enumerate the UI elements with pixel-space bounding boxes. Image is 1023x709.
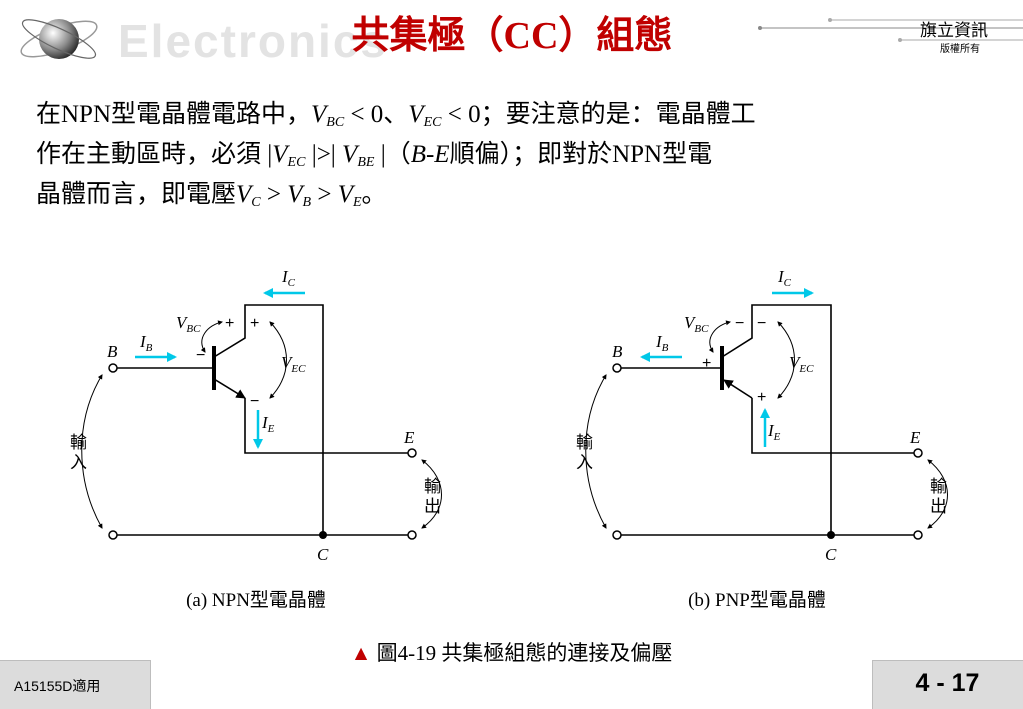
- pnp-input-label-1: 輸: [576, 433, 593, 453]
- pnp-input-arc: [585, 374, 607, 529]
- npn-output-label-1: 輸: [424, 477, 441, 497]
- npn-label-vbc: VBC: [176, 313, 201, 335]
- npn-output-arc: [421, 459, 442, 529]
- npn-collector-wire: [213, 304, 324, 535]
- pnp-label-ie: IE: [767, 421, 781, 443]
- npn-vec-arc: [269, 321, 287, 399]
- pnp-output-label-1: 輸: [930, 477, 947, 497]
- npn-node-c: [319, 531, 327, 539]
- npn-caption: (a) NPN型電晶體: [186, 589, 326, 611]
- pnp-terminal-input-low[interactable]: [612, 530, 622, 540]
- pnp-terminal-b[interactable]: [612, 363, 622, 373]
- npn-label-ib: IB: [139, 332, 153, 354]
- npn-vbc-arc: [200, 320, 223, 353]
- npn-vec-minus: −: [250, 393, 259, 410]
- npn-output-label-2: 出: [424, 497, 441, 517]
- pnp-caption: (b) PNP型電晶體: [688, 589, 826, 611]
- decorative-lines: [758, 18, 1023, 42]
- npn-terminal-e[interactable]: [407, 448, 417, 458]
- npn-vec-plus: +: [250, 315, 259, 332]
- footer-right-panel: [872, 660, 1023, 709]
- slide-title: 共集極（CC）組態: [351, 15, 673, 57]
- npn-label-vec: VEC: [281, 353, 306, 375]
- pnp-emitter-arrow: [723, 379, 753, 399]
- npn-label-ic: IC: [281, 267, 296, 289]
- globe-logo-icon: [20, 19, 98, 59]
- npn-label-c: C: [317, 545, 329, 564]
- pnp-terminal-output-low[interactable]: [913, 530, 923, 540]
- body-line-1: 在NPN型電晶體電路中，VBC < 0、VEC < 0；要注意的是：電晶體工: [36, 101, 756, 130]
- watermark-text: Electronics: [118, 15, 388, 67]
- pnp-emitter-wire: [751, 398, 914, 454]
- npn-label-ie: IE: [261, 413, 275, 435]
- pnp-label-c: C: [825, 545, 837, 564]
- pnp-label-e: E: [909, 428, 921, 447]
- pnp-vbc-plus: +: [702, 355, 711, 372]
- pnp-label-b: B: [612, 342, 623, 361]
- npn-terminal-input-low[interactable]: [108, 530, 118, 540]
- pnp-vbc-arc: [708, 320, 731, 353]
- pnp-output-arc: [927, 459, 948, 529]
- pnp-vec-minus: −: [757, 315, 766, 332]
- npn-input-arc: [81, 374, 103, 529]
- body-line-2: 作在主動區時，必須 |VEC |>| VBE |（B-E順偏）；即對於NPN型電: [36, 141, 713, 170]
- copyright-text: 版權所有: [940, 44, 980, 55]
- pnp-input-label-2: 入: [576, 453, 593, 473]
- pnp-terminal-e[interactable]: [913, 448, 923, 458]
- npn-vbc-plus: +: [225, 315, 234, 332]
- course-code: A15155D適用: [14, 678, 101, 694]
- npn-label-b: B: [107, 342, 118, 361]
- pnp-output-label-2: 出: [930, 497, 947, 517]
- pnp-vec-plus: +: [757, 389, 766, 406]
- npn-emitter-wire: [244, 398, 408, 454]
- figure-caption: ▲ 圖4-19 共集極組態的連接及偏壓: [0, 637, 1023, 667]
- pnp-label-ib: IB: [655, 332, 669, 354]
- pnp-node-c: [827, 531, 835, 539]
- npn-label-e: E: [403, 428, 415, 447]
- pnp-label-vbc: VBC: [684, 313, 709, 335]
- npn-circuit: B E C IC IB IE VBC VEC + − + − 輸 入 輸 出 (…: [70, 267, 442, 611]
- pnp-collector-wire: [721, 304, 832, 535]
- npn-terminal-b[interactable]: [108, 363, 118, 373]
- pnp-label-ic: IC: [777, 267, 792, 289]
- footer-left-panel: [0, 660, 151, 709]
- pnp-vec-arc: [777, 321, 795, 399]
- publisher-name: 旗立資訊: [920, 21, 988, 41]
- circuit-diagrams: B E C IC IB IE VBC VEC + − + − 輸 入 輸 出 (…: [70, 267, 948, 611]
- pnp-label-vec: VEC: [789, 353, 814, 375]
- body-line-3: 晶體而言，即電壓VC > VB > VE。: [36, 181, 387, 210]
- npn-emitter-arrow: [213, 378, 246, 399]
- npn-input-label-2: 入: [70, 453, 87, 473]
- npn-vbc-minus: −: [196, 347, 205, 364]
- body-paragraph: 在NPN型電晶體電路中，VBC < 0、VEC < 0；要注意的是：電晶體工 作…: [36, 95, 996, 215]
- npn-terminal-output-low[interactable]: [407, 530, 417, 540]
- figure-caption-text: 圖4-19 共集極組態的連接及偏壓: [376, 641, 673, 665]
- triangle-marker-icon: ▲: [350, 641, 372, 665]
- npn-input-label-1: 輸: [70, 433, 87, 453]
- page-number: 4 - 17: [915, 669, 980, 697]
- pnp-vbc-minus: −: [735, 315, 744, 332]
- pnp-circuit: B E C IC IB IE VBC VEC − + − + 輸 入 輸 出 (…: [576, 267, 948, 611]
